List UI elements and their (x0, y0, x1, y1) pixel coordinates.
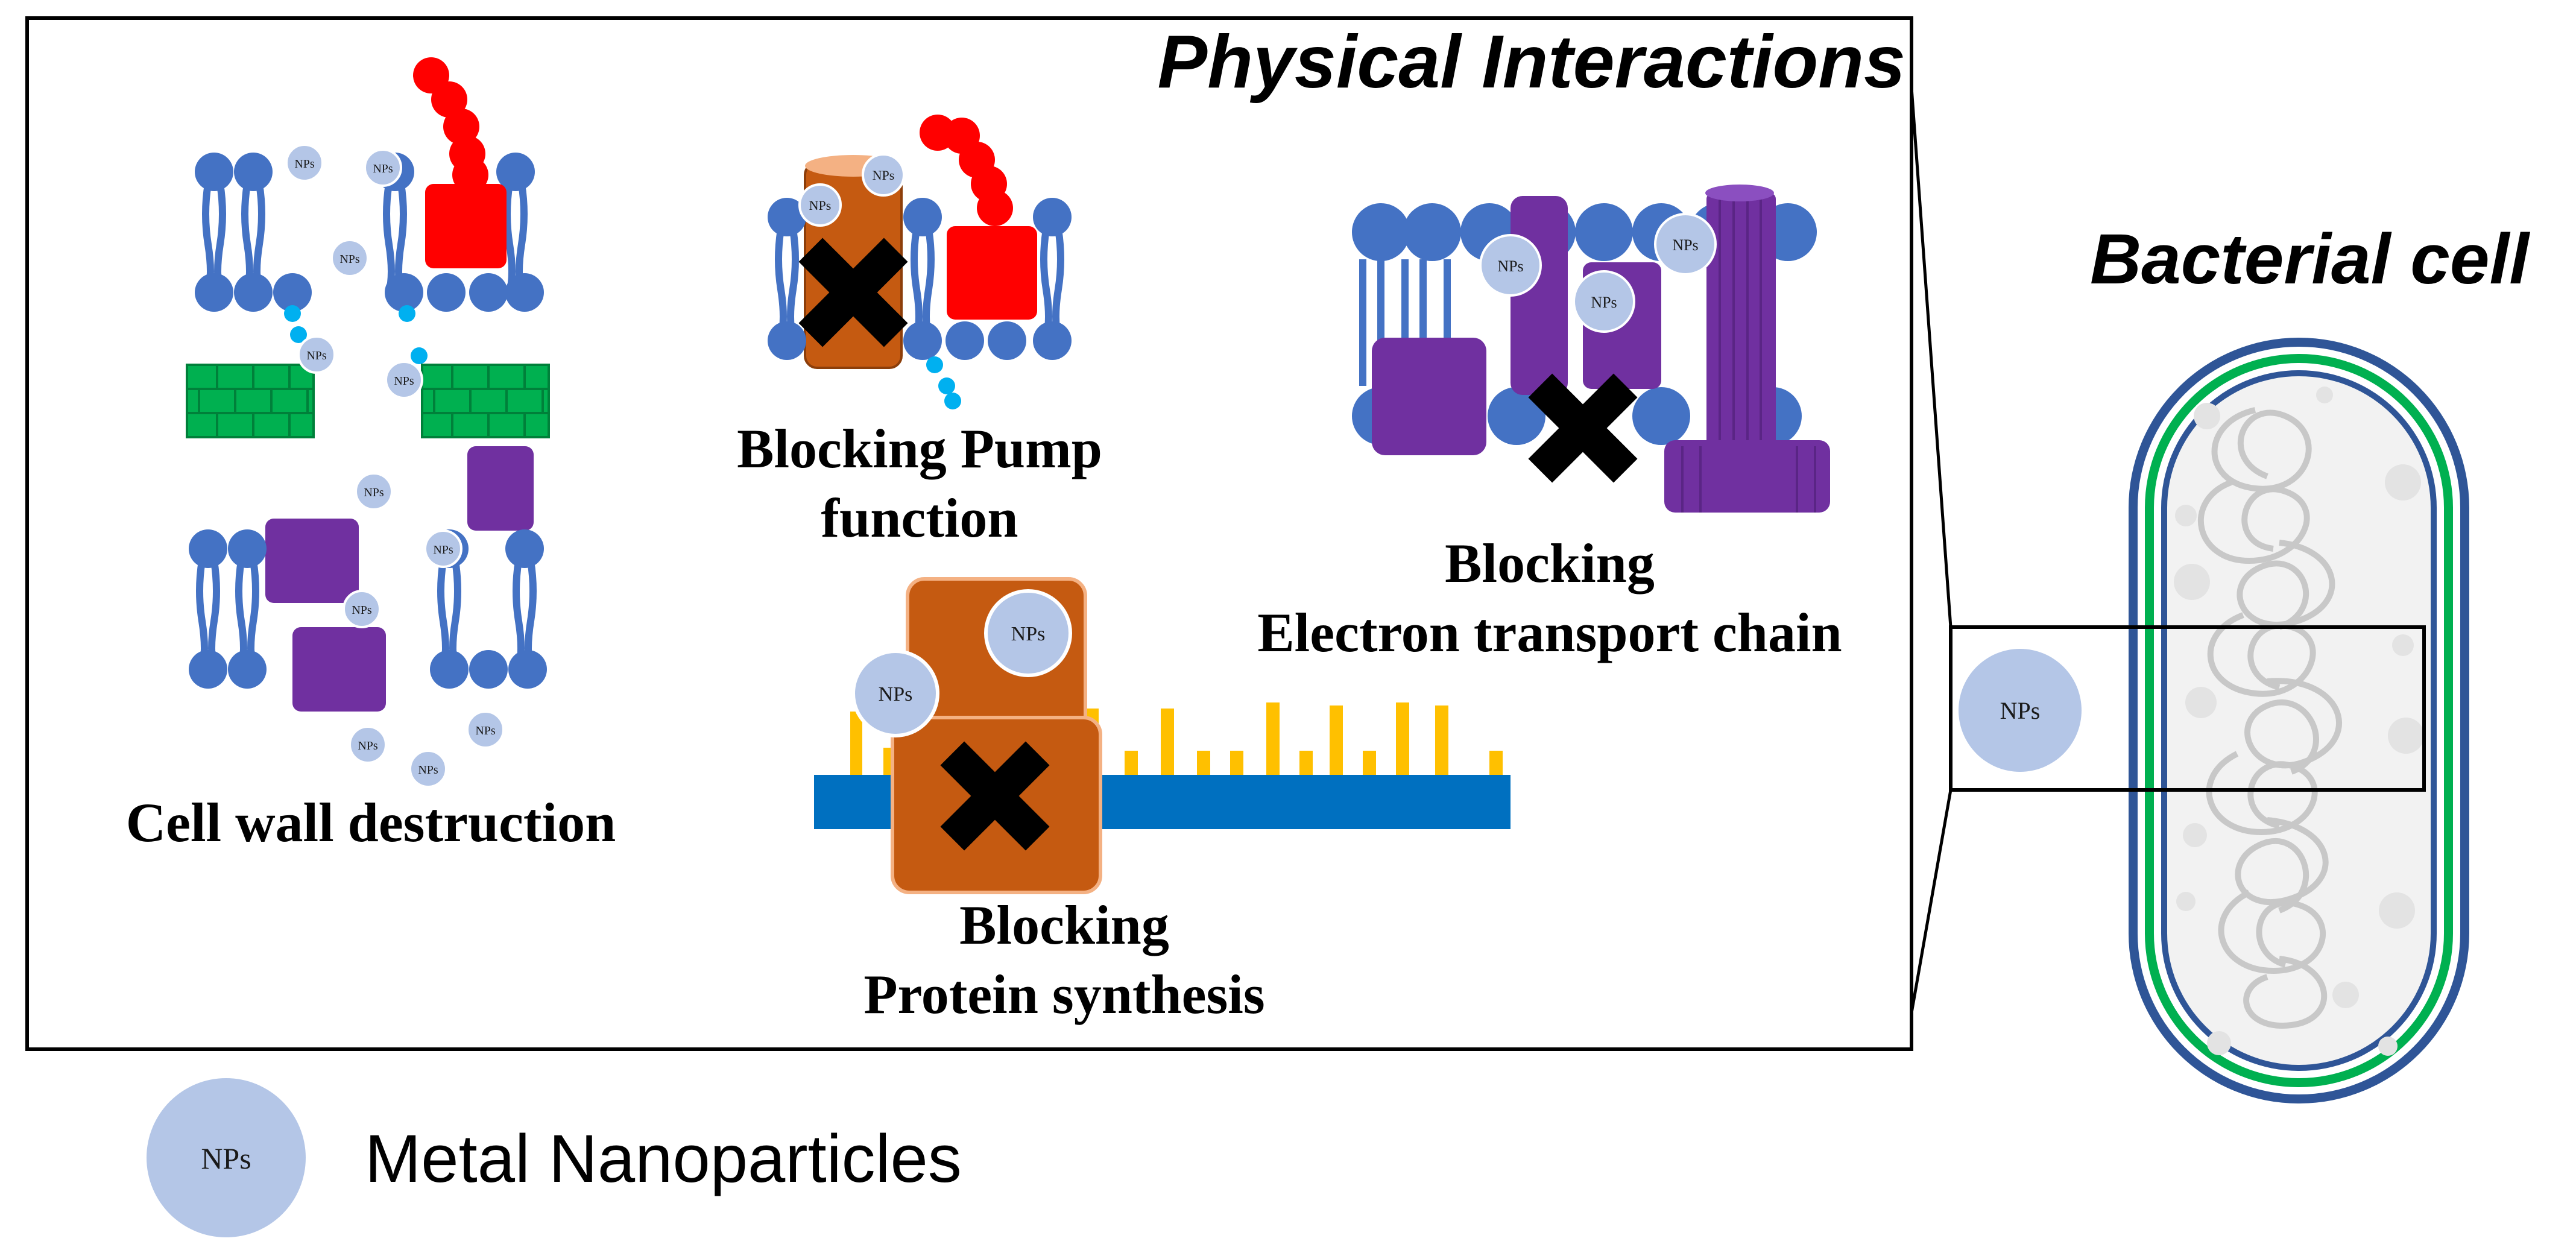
nanoparticle-small: NPs (343, 590, 381, 628)
pump-blocking-illustration: NPs NPs (768, 115, 1072, 409)
nanoparticle-small: NPs (330, 239, 369, 277)
nanoparticle-small: NPs (297, 335, 336, 374)
cell-wall-destruction-illustration: NPs NPs NPs NPs NPs NPs NPs NPs (187, 57, 550, 788)
physical-interactions-heading: Physical Interactions (1158, 21, 1905, 104)
svg-text:NPs: NPs (1497, 257, 1523, 275)
svg-text:NPs: NPs (201, 1141, 251, 1175)
etc-blocking-illustration: NPs NPs NPs (1352, 185, 1830, 513)
zoom-region-box (1949, 625, 2426, 792)
svg-text:NPs: NPs (873, 168, 895, 183)
svg-text:NPs: NPs (2000, 697, 2041, 724)
etc-label-line1: Blocking (1445, 532, 1655, 594)
svg-text:NPs: NPs (1672, 236, 1698, 254)
nanoparticle-small: NPs (798, 183, 842, 227)
zoom-line-top (1910, 87, 1953, 628)
svg-text:NPs: NPs (433, 543, 453, 557)
protein-label-line2: Protein synthesis (863, 964, 1264, 1025)
nanoparticle-small: NPs (1573, 270, 1635, 333)
nanoparticle-large: NPs (851, 649, 939, 737)
nanoparticle-small: NPs (364, 148, 402, 187)
svg-text:NPs: NPs (418, 763, 438, 777)
nanoparticle-small: NPs (1479, 234, 1542, 297)
pump-label-line2: function (821, 487, 1018, 549)
svg-text:NPs: NPs (475, 724, 496, 737)
svg-text:NPs: NPs (352, 604, 372, 617)
nanoparticle-small: NPs (1654, 213, 1717, 276)
zoom-line-bottom (1910, 789, 1953, 1014)
svg-text:NPs: NPs (364, 486, 384, 499)
nanoparticle-small: NPs (466, 710, 505, 749)
nanoparticle-small: NPs (862, 153, 905, 197)
svg-text:NPs: NPs (879, 683, 913, 705)
cell-wall-destruction-label: Cell wall destruction (126, 792, 616, 853)
nanoparticle-small: NPs (355, 472, 393, 511)
nanoparticle-small: NPs (349, 725, 387, 764)
nanoparticle-large: NPs (984, 589, 1072, 677)
svg-text:NPs: NPs (294, 157, 315, 171)
nanoparticle-small: NPs (285, 144, 324, 182)
nanoparticle-outside-cell: NPs (1959, 649, 2082, 772)
etc-label-line2: Electron transport chain (1257, 602, 1842, 663)
efflux-pump-red (413, 57, 507, 268)
bacterial-cell-heading: Bacterial cell (2090, 219, 2530, 299)
protein-label-line1: Blocking (959, 894, 1169, 956)
pump-label-line1: Blocking Pump (737, 418, 1102, 479)
svg-text:NPs: NPs (394, 374, 414, 388)
protein-synthesis-blocking-illustration: NPs NPs (814, 577, 1511, 894)
nanoparticle-small: NPs (424, 529, 462, 568)
legend: NPs Metal Nanoparticles (147, 1078, 962, 1237)
bacterial-cell-illustration (2129, 338, 2469, 1103)
svg-text:NPs: NPs (1011, 623, 1046, 645)
legend-nanoparticle-symbol: NPs (147, 1078, 306, 1237)
legend-label: Metal Nanoparticles (365, 1121, 962, 1196)
svg-text:NPs: NPs (306, 349, 327, 362)
svg-text:NPs: NPs (1591, 294, 1617, 311)
svg-text:NPs: NPs (809, 198, 832, 213)
svg-text:NPs: NPs (358, 739, 378, 753)
svg-text:NPs: NPs (339, 253, 360, 266)
svg-text:NPs: NPs (373, 162, 393, 175)
nanoparticle-small: NPs (409, 750, 447, 788)
nanoparticle-small: NPs (385, 361, 423, 399)
